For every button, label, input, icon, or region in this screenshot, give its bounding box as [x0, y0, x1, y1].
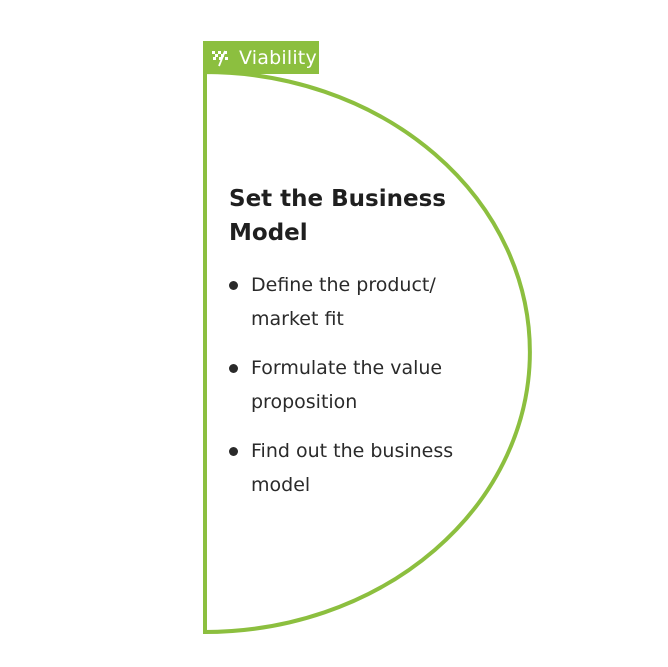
tag-label: Viability — [239, 46, 317, 69]
bullet-text: Define the product/ market fit — [251, 274, 436, 330]
bullet-dot-icon — [229, 447, 238, 456]
bullet-dot-icon — [229, 281, 238, 290]
list-item: Find out the business model — [229, 434, 499, 502]
bullet-text: Formulate the value proposition — [251, 357, 443, 413]
bullet-text: Find out the business model — [251, 440, 454, 496]
list-item: Formulate the value proposition — [229, 351, 499, 419]
list-item: Define the product/ market fit — [229, 268, 499, 336]
bullet-dot-icon — [229, 364, 238, 373]
bullet-list: Define the product/ market fit Formulate… — [229, 268, 499, 502]
card-title: Set the Business Model — [229, 186, 446, 246]
viability-tag: Viability — [203, 41, 319, 74]
card-content: Set the Business Model Define the produc… — [229, 182, 499, 517]
checkered-flag-icon — [211, 49, 233, 67]
